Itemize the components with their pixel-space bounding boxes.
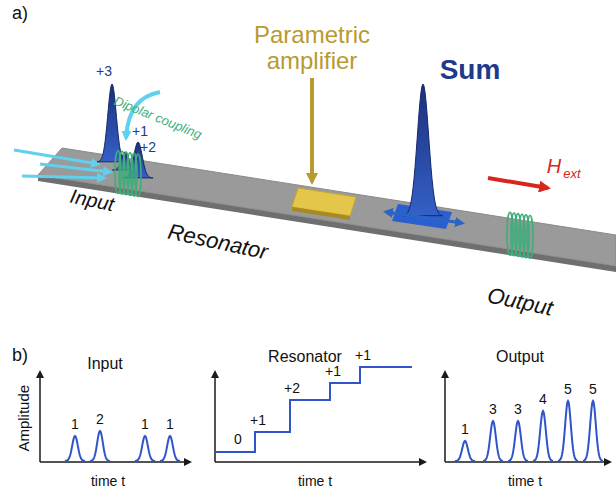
waveguide-strip xyxy=(38,148,616,266)
field-subscript: ext xyxy=(563,167,580,181)
step-trace xyxy=(216,367,412,452)
signal-pulse xyxy=(483,421,503,461)
signal-pulse xyxy=(508,421,528,461)
step-value: +2 xyxy=(284,381,300,396)
signal-pulse xyxy=(455,441,475,461)
axis-label: time t xyxy=(298,474,332,489)
field-symbol: H xyxy=(547,155,561,177)
plot-title: Resonator xyxy=(268,348,342,366)
axis-label: time t xyxy=(91,474,125,489)
plot-title: Output xyxy=(496,348,544,366)
axis xyxy=(39,372,41,462)
part-label: Sum xyxy=(440,55,501,86)
axis-label: time t xyxy=(508,474,542,489)
pulse-value: 5 xyxy=(589,382,597,397)
pulse-value: 4 xyxy=(539,392,547,407)
pulse-value: 1 xyxy=(461,422,469,437)
amplifier-pointer xyxy=(310,78,314,182)
signal-pulse xyxy=(533,411,553,461)
axis xyxy=(214,372,216,462)
input-arrow xyxy=(22,176,104,178)
pulse-value: 1 xyxy=(141,417,149,432)
panel-letter: b) xyxy=(12,346,28,366)
axis xyxy=(215,461,425,463)
signal-pulse xyxy=(160,436,180,461)
step-value: 0 xyxy=(234,432,242,447)
step-value: +1 xyxy=(250,413,266,428)
pulse-value: 1 xyxy=(166,417,174,432)
spin-wave-pulse xyxy=(403,84,443,216)
signal-pulse xyxy=(558,401,578,461)
double-arrow xyxy=(386,212,462,223)
callout-number: +2 xyxy=(140,140,156,155)
pulse-value: 5 xyxy=(564,382,572,397)
g-shape xyxy=(40,372,610,462)
axis xyxy=(40,461,190,463)
signal-pulse xyxy=(135,436,155,461)
signal-pulse xyxy=(90,431,110,461)
signal-pulse xyxy=(583,401,603,461)
callout-number: +1 xyxy=(132,124,148,139)
g-shape xyxy=(97,84,443,216)
panel-letter: a) xyxy=(12,4,28,24)
callout-number: +3 xyxy=(96,64,112,79)
plot-title: Input xyxy=(87,355,123,373)
g-shape xyxy=(65,401,603,461)
coupling-coil xyxy=(135,154,141,197)
pulse-value: 3 xyxy=(514,402,522,417)
amplifier-pad-side xyxy=(292,207,350,220)
signal-pulse xyxy=(65,436,85,461)
input-arrow xyxy=(40,164,110,172)
step-value: +1 xyxy=(355,348,371,363)
axis xyxy=(444,372,446,462)
part-label: Resonator xyxy=(166,220,270,265)
part-label: Parametric amplifier xyxy=(227,22,397,75)
part-label: Output xyxy=(485,283,555,320)
field-arrow xyxy=(488,178,548,188)
pulse-value: 2 xyxy=(96,412,104,427)
coupling-coil xyxy=(527,215,533,258)
input-arrow xyxy=(14,150,98,164)
axis-label: Amplitude xyxy=(16,385,33,452)
step-value: +1 xyxy=(325,364,341,379)
pulse-value: 3 xyxy=(489,402,497,417)
pulse-value: 1 xyxy=(71,417,79,432)
